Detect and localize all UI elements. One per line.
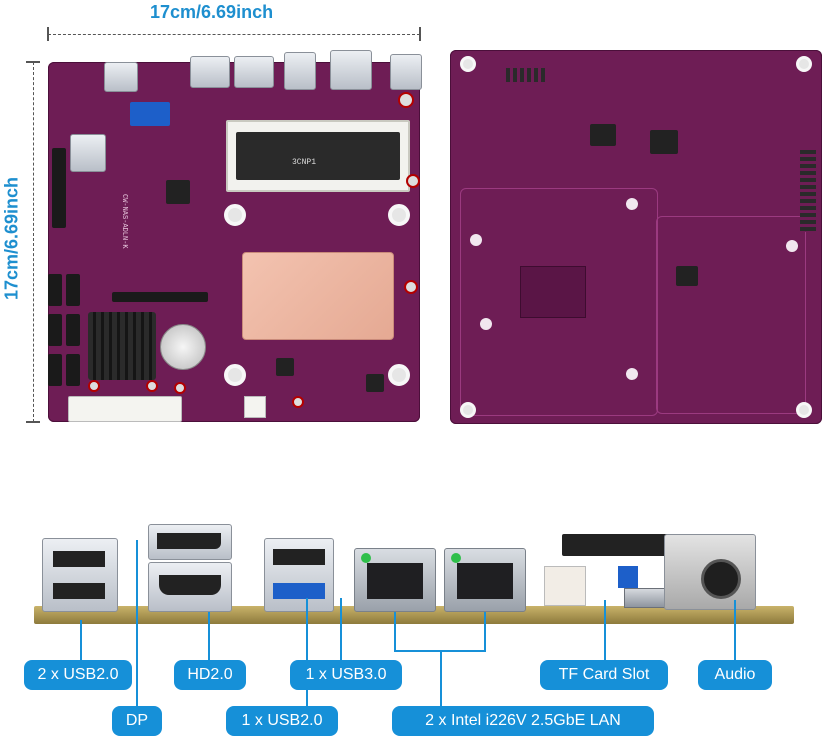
capacitor-icon — [404, 280, 418, 294]
capacitor-icon — [398, 92, 414, 108]
heatsink-icon — [88, 312, 156, 380]
lan-port-icon — [354, 548, 436, 612]
label-usb3: 1 x USB3.0 — [290, 660, 402, 690]
chip-icon — [590, 124, 616, 146]
header-icon — [800, 150, 816, 232]
chip-icon — [562, 534, 692, 556]
hdmi-port-icon — [148, 562, 232, 612]
lan-port-icon — [444, 548, 526, 612]
leader-line — [440, 650, 442, 708]
usb-port-icon — [390, 54, 422, 90]
label-dp: DP — [112, 706, 162, 736]
label-lan: 2 x Intel i226V 2.5GbE LAN — [392, 706, 654, 736]
capacitor-icon — [88, 380, 100, 392]
height-dimension-tick-top — [26, 61, 40, 63]
leader-line — [484, 612, 486, 652]
chip-icon — [366, 374, 384, 392]
sata-port-icon — [66, 274, 80, 306]
sata-port-icon — [66, 314, 80, 346]
label-usb2-dual: 2 x USB2.0 — [24, 660, 132, 690]
capacitor-icon — [406, 174, 420, 188]
atx-power-connector-icon — [68, 396, 182, 422]
model-silkscreen: CW-NAS-ADLN-K — [120, 194, 128, 249]
board-bottom-view — [450, 50, 822, 424]
sodimm-slot-icon: 3CNP1 — [226, 120, 410, 192]
mounting-hole-icon — [224, 364, 246, 386]
usb-port-icon — [330, 50, 372, 90]
capacitor-icon — [292, 396, 304, 408]
usb-port-icon — [284, 52, 316, 90]
lan-port-icon — [234, 56, 274, 88]
width-dimension-line — [48, 34, 420, 35]
leader-line — [80, 620, 82, 662]
label-audio: Audio — [698, 660, 772, 690]
leader-line — [604, 600, 606, 662]
cmos-battery-icon — [160, 324, 206, 370]
leader-line — [136, 540, 138, 708]
height-dimension-line — [33, 62, 34, 422]
chip-icon — [650, 130, 678, 154]
sata-port-icon — [48, 314, 62, 346]
mounting-point-icon — [470, 234, 482, 246]
height-dimension-tick-bottom — [26, 421, 40, 423]
height-dimension-label: 17cm/6.69inch — [1, 176, 22, 301]
header-blue-icon — [130, 102, 170, 126]
label-usb2-single: 1 x USB2.0 — [226, 706, 338, 736]
mounting-hole-icon — [796, 56, 812, 72]
cpu-thermal-pad-icon — [242, 252, 394, 340]
label-tf-card: TF Card Slot — [540, 660, 668, 690]
leader-line — [306, 598, 308, 708]
board-top-view: 3CNP1 CW-NAS-ADLN-K — [48, 50, 422, 422]
label-hdmi: HD2.0 — [174, 660, 246, 690]
mounting-point-icon — [786, 240, 798, 252]
mounting-point-icon — [626, 368, 638, 380]
chip-icon — [276, 358, 294, 376]
usb-stack-port-icon — [264, 538, 334, 612]
mounting-hole-icon — [224, 204, 246, 226]
capacitor-icon — [146, 380, 158, 392]
pin-header-icon — [544, 566, 586, 606]
mounting-hole-icon — [796, 402, 812, 418]
width-dimension-tick-right — [419, 27, 421, 41]
trace-outline — [656, 216, 806, 414]
mounting-hole-icon — [460, 56, 476, 72]
io-side-view — [34, 510, 794, 628]
leader-line — [394, 612, 396, 652]
m2-slot-icon — [112, 292, 208, 302]
mounting-hole-icon — [388, 204, 410, 226]
capacitor-icon — [174, 382, 186, 394]
usb-header-icon — [70, 134, 106, 172]
sata-port-icon — [48, 274, 62, 306]
m2-slot-icon — [52, 148, 66, 228]
usb-port-icon — [104, 62, 138, 92]
width-dimension-label: 17cm/6.69inch — [150, 2, 274, 22]
chip-icon — [166, 180, 190, 204]
leader-line — [340, 598, 342, 662]
mounting-hole-icon — [388, 364, 410, 386]
chip-icon — [676, 266, 698, 286]
hdmi-port-icon — [190, 56, 230, 88]
sata-port-icon — [48, 354, 62, 386]
displayport-icon — [148, 524, 232, 560]
chip-icon — [520, 266, 586, 318]
sata-port-icon — [66, 354, 80, 386]
leader-line — [208, 612, 210, 662]
width-dimension-tick-left — [47, 27, 49, 41]
mounting-hole-icon — [460, 402, 476, 418]
header-icon — [506, 68, 546, 82]
leader-line — [734, 600, 736, 662]
slot-silkscreen: 3CNP1 — [292, 158, 317, 167]
trace-outline — [460, 188, 658, 416]
audio-jack-icon — [664, 534, 756, 610]
usb2-dual-port-icon — [42, 538, 118, 612]
mounting-point-icon — [480, 318, 492, 330]
dc-power-connector-icon — [244, 396, 266, 418]
mounting-point-icon — [626, 198, 638, 210]
component-blue-icon — [618, 566, 638, 588]
